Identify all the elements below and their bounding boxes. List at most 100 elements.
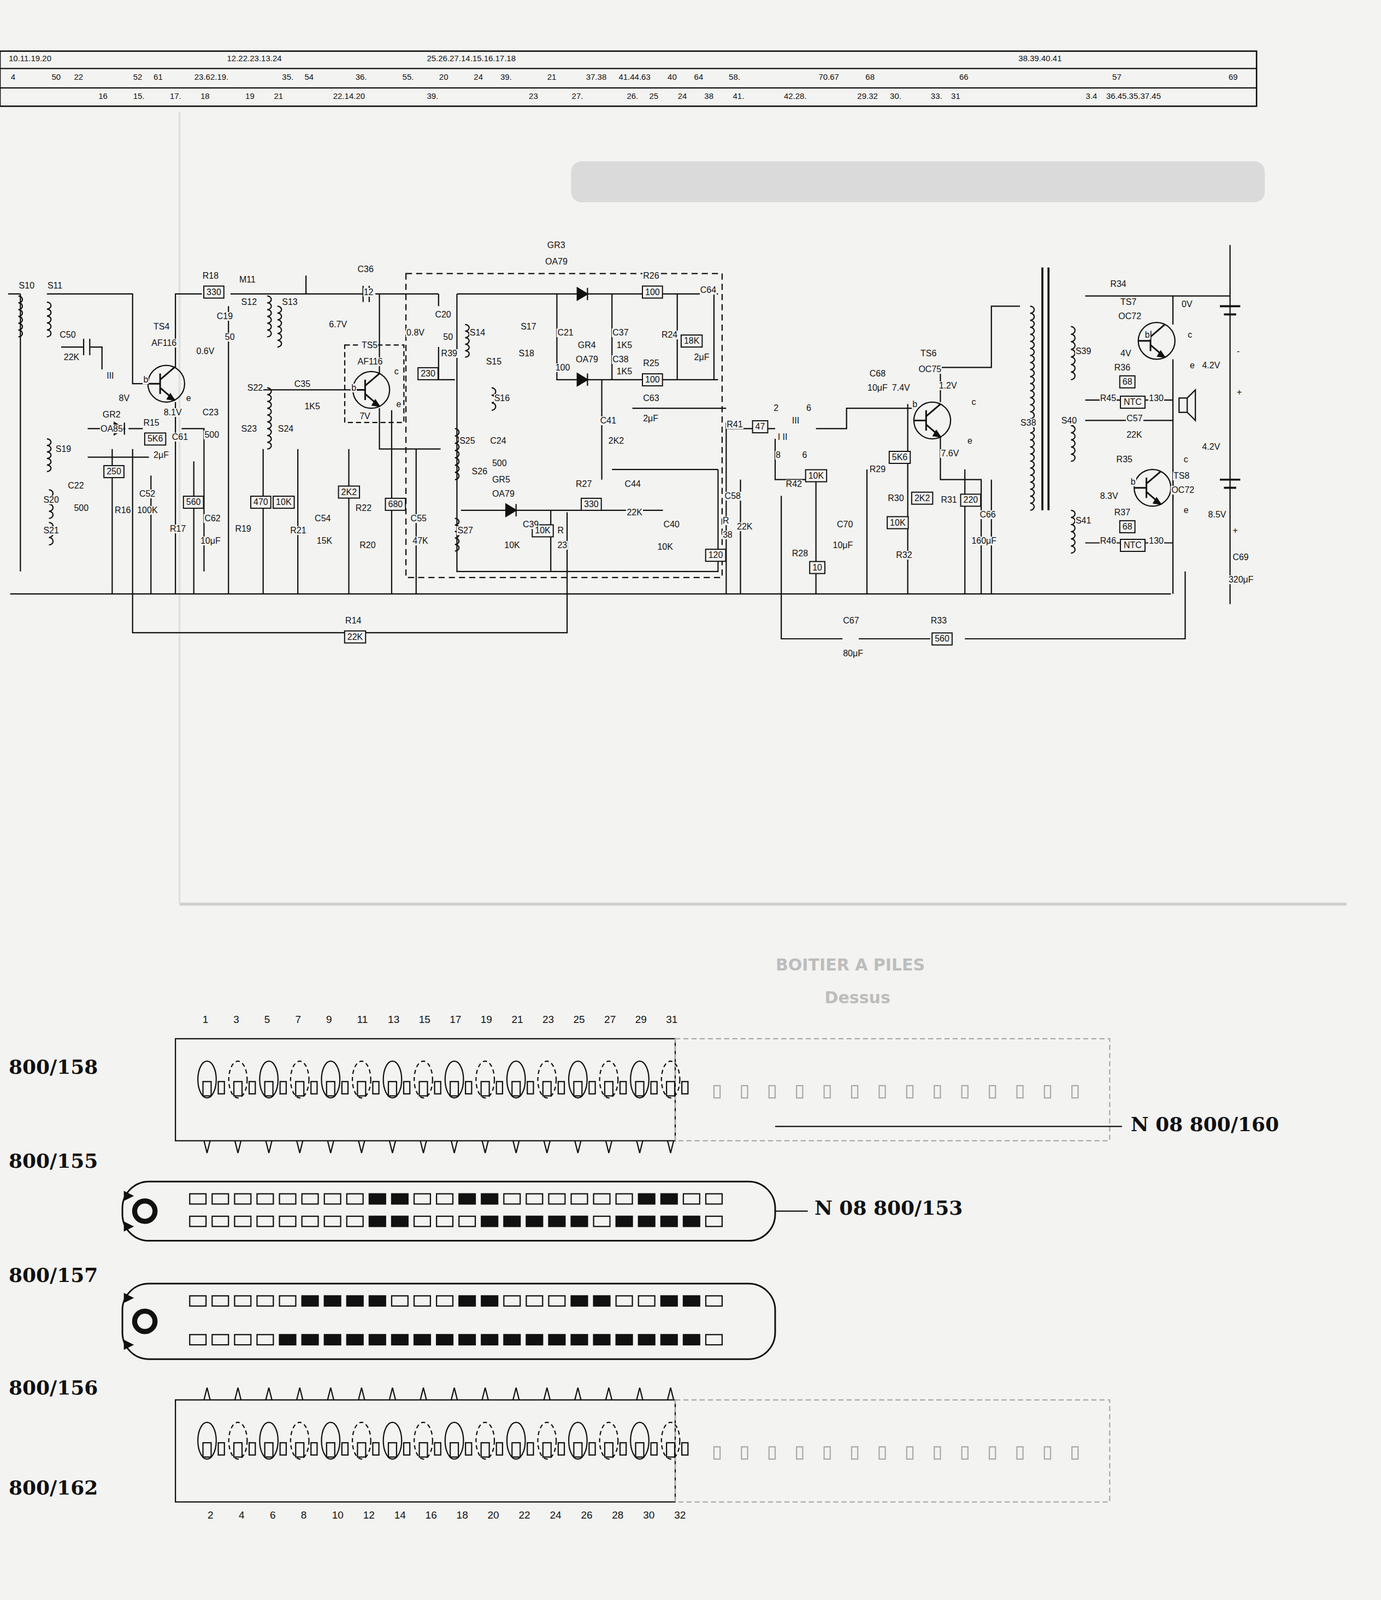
component-label: 130 [1148, 393, 1165, 403]
component-label: OA85 [99, 424, 124, 434]
component-label: C35 [293, 379, 311, 389]
pin-number: 32 [673, 1509, 687, 1520]
component-label: R16 [114, 505, 132, 515]
contact-pad [683, 1193, 700, 1205]
index-mark [124, 1293, 133, 1349]
component-label: 18K [683, 336, 700, 346]
component-label: R25 [642, 358, 660, 368]
contact-pin [203, 1140, 210, 1153]
component-label: GR5 [491, 475, 511, 485]
component-label: 100 [644, 287, 661, 297]
component-label: C40 [663, 520, 681, 529]
cross-reference-number: 20 [438, 72, 450, 81]
contact-pad [526, 1193, 543, 1205]
contact-slot [481, 1081, 490, 1096]
wire [174, 402, 176, 594]
contact-slot [962, 1446, 969, 1459]
contact-slot [635, 1442, 645, 1457]
component-label: 22K [626, 508, 643, 517]
contact-pad [324, 1193, 341, 1205]
transformer-core [1042, 267, 1049, 510]
contact-pad [414, 1334, 431, 1345]
component-label: C21 [556, 328, 574, 338]
transistor-symbol [1138, 324, 1166, 358]
contact-slot [1044, 1446, 1051, 1459]
component-label: 680 [387, 499, 404, 509]
component-label: R39 [440, 349, 458, 358]
component-label: 2K2 [608, 436, 625, 446]
contact-slot [906, 1085, 913, 1098]
contact-pad [661, 1295, 678, 1306]
contact-spring [197, 1421, 217, 1459]
component-label: 10K [503, 540, 521, 550]
cross-reference-number: 70.67 [817, 72, 840, 81]
contact-pin [512, 1387, 519, 1400]
speaker-symbol [1178, 389, 1196, 421]
cross-reference-number: 35. [281, 72, 294, 81]
contact-spring [538, 1421, 557, 1459]
component-label: 50 [442, 332, 454, 342]
contact-pin [389, 1387, 396, 1400]
component-label: 1K5 [616, 367, 633, 376]
contact-spring [290, 1060, 310, 1098]
component-label: S39 [1075, 346, 1092, 356]
contact-pad [256, 1193, 274, 1205]
contact-slot [573, 1442, 582, 1457]
contact-pad [302, 1334, 319, 1345]
reference-strip [0, 51, 1257, 107]
contact-slot [934, 1085, 941, 1098]
component-label: S18 [518, 349, 535, 358]
symbols [18, 287, 1176, 1502]
transistor-symbol [352, 373, 380, 407]
contact-pad [458, 1334, 476, 1345]
contact-slot [419, 1442, 428, 1457]
contact-pin [544, 1140, 551, 1153]
contact-pad [616, 1216, 633, 1227]
contact-pin [482, 1140, 489, 1153]
contact-slot [769, 1085, 776, 1098]
component-label: III [791, 416, 800, 426]
contact-spring [568, 1421, 588, 1459]
wire [61, 338, 103, 370]
contact-pin [296, 1140, 303, 1153]
wire [775, 408, 914, 594]
contact-slot [651, 1442, 658, 1455]
contact-slot [989, 1085, 996, 1098]
component-label: 220 [963, 495, 979, 505]
resistor-symbol [752, 420, 769, 433]
contact-pad [279, 1334, 297, 1345]
contact-slot [573, 1081, 582, 1096]
mounting-hole [134, 1200, 155, 1221]
resistor-symbol [960, 493, 982, 506]
mounting-hole [134, 1310, 155, 1331]
contact-slot [357, 1081, 366, 1096]
contact-spring [568, 1060, 588, 1098]
cross-reference-number: 10.11.19.20 [8, 54, 52, 63]
contact-slot [295, 1081, 304, 1096]
contact-pad [526, 1334, 543, 1345]
component-label: GR4 [577, 340, 597, 350]
diode-symbol [577, 373, 588, 386]
coil-symbol [1070, 510, 1075, 553]
component-label: e [1183, 505, 1190, 515]
pin-number: 26 [580, 1509, 593, 1520]
coil-symbol [46, 438, 51, 472]
pin-number: 6 [269, 1509, 277, 1520]
contact-spring [661, 1060, 681, 1098]
contact-spring [661, 1421, 681, 1459]
cross-reference-number: 12.22.23.13.24 [226, 54, 283, 63]
component-label: 2μF [642, 414, 659, 423]
contact-pin [482, 1387, 489, 1400]
contact-pad [683, 1216, 700, 1227]
component-label: R [722, 516, 730, 525]
component-label: 68 [1122, 522, 1133, 531]
component-label: R18 [202, 271, 220, 281]
contact-pad [705, 1193, 723, 1205]
wire [8, 293, 21, 572]
component-label: 10 [811, 563, 823, 572]
contact-slot [388, 1442, 397, 1457]
contact-pad [638, 1334, 655, 1345]
contact-pin [574, 1140, 581, 1153]
cross-reference-number: 40 [667, 72, 678, 81]
component-label: 0.8V [405, 328, 426, 338]
